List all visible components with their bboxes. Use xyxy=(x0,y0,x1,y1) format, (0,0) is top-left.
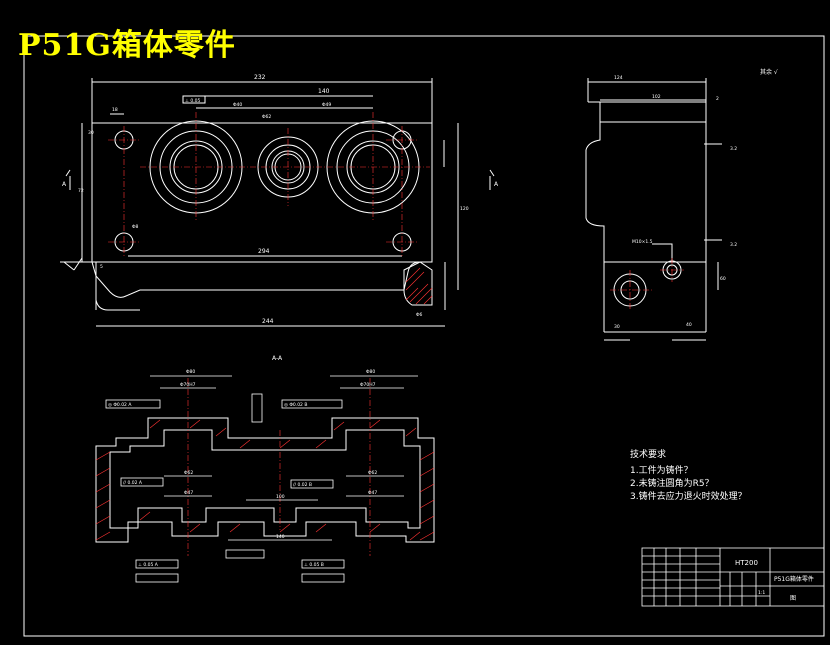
dim-sec-inner-a: Φ62 xyxy=(184,470,193,476)
dim-sec-outer-a: Φ80 xyxy=(186,369,195,375)
section-mark-right: A xyxy=(494,181,499,188)
title-block-text: HT200 P51G箱体零件 1:1 图 xyxy=(735,559,814,602)
sheet-border xyxy=(23,35,825,637)
section-mark-left: A xyxy=(62,181,67,188)
tolerance-tag-3: // 0.02 A xyxy=(123,480,143,486)
dim-sec-inner-c: Φ62 xyxy=(368,470,377,476)
dim-bore-c: Φ62 xyxy=(262,114,271,120)
tolerance-tag-1: ◎ Φ0.02 A xyxy=(108,402,132,408)
section-view xyxy=(95,417,435,543)
tolerance-tag-4: // 0.02 B xyxy=(293,482,312,488)
dim-side-width: 124 xyxy=(614,75,623,81)
dim-thread: M10×1.5 xyxy=(632,239,653,245)
scale-label: 1:1 xyxy=(758,590,765,596)
title-block xyxy=(641,547,825,607)
dim-top-offset: 30 xyxy=(88,130,94,136)
dim-sec-inner-b: Φ47 xyxy=(184,490,193,496)
side-view xyxy=(585,78,722,341)
dim-side-height: 60 xyxy=(720,276,726,282)
tolerance-tag-6: ⊥ 0.05 B xyxy=(304,562,324,568)
section-label: A-A xyxy=(272,355,283,362)
dim-base-offset: 5 xyxy=(100,264,103,270)
dim-sec-bottom: 140 xyxy=(276,534,285,540)
section-view-text: A-A Φ80 Φ70H7 Φ80 Φ70H7 Φ62 Φ47 Φ62 Φ47 … xyxy=(108,355,377,568)
front-view-dimensions: 232 140 18 Φ40 Φ49 Φ62 Φ8 294 244 120 72… xyxy=(62,74,499,325)
dim-edge-offset: 18 xyxy=(112,107,118,113)
material-label: HT200 xyxy=(735,559,758,567)
side-view-dimensions: 124 102 2 3.2 3.2 60 30 40 M10×1.5 其余 √ xyxy=(614,68,778,330)
note-item-2: 2.未铸注圆角为R5？ xyxy=(630,477,714,489)
dim-hole-diameter: Φ8 xyxy=(132,224,139,230)
front-view xyxy=(60,78,459,327)
dim-side-step: 2 xyxy=(716,96,719,102)
note-item-3: 3.铸件去应力退火时效处理？ xyxy=(630,490,747,502)
part-name-label: P51G箱体零件 xyxy=(774,575,814,583)
dim-center-height: 72 xyxy=(78,188,84,194)
dim-height: 120 xyxy=(460,206,469,212)
sheet-label: 图 xyxy=(790,595,796,602)
dim-bore-b: Φ49 xyxy=(322,102,331,108)
dim-side-offset-a: 30 xyxy=(614,324,620,330)
dim-front-width: 232 xyxy=(254,74,266,81)
dim-sec-mid: 100 xyxy=(276,494,285,500)
dim-sec-inner-d: Φ47 xyxy=(368,490,377,496)
note-item-1: 1.工件为铸件？ xyxy=(630,464,693,476)
technical-notes: 技术要求 1.工件为铸件？ 2.未铸注圆角为R5？ 3.铸件去应力退火时效处理？ xyxy=(630,448,747,502)
dim-bolt-span: 294 xyxy=(258,248,270,255)
dim-side-offset-b: 40 xyxy=(686,322,692,328)
dim-sec-outer-b: Φ80 xyxy=(366,369,375,375)
dim-sec-bore-b: Φ70H7 xyxy=(360,382,376,388)
tolerance-tag-5: ⊥ 0.05 A xyxy=(138,562,159,568)
dim-bore-spacing: 140 xyxy=(318,88,330,95)
dim-corner-hole: Φ6 xyxy=(416,312,423,318)
dim-side-inner: 102 xyxy=(652,94,661,100)
front-tolerance-tag: ⊥ 0.05 xyxy=(185,98,201,104)
tolerance-tag-2: ◎ Φ0.02 B xyxy=(284,402,307,408)
notes-heading: 技术要求 xyxy=(630,448,666,460)
dim-bore-a: Φ40 xyxy=(233,102,242,108)
dim-sec-bore-a: Φ70H7 xyxy=(180,382,196,388)
dim-roughness-2: 3.2 xyxy=(730,242,737,248)
page-title: P51G箱体零件 xyxy=(18,28,236,63)
dim-roughness-1: 3.2 xyxy=(730,146,737,152)
finish-note: 其余 √ xyxy=(760,68,778,76)
dim-base-length: 244 xyxy=(262,318,274,325)
